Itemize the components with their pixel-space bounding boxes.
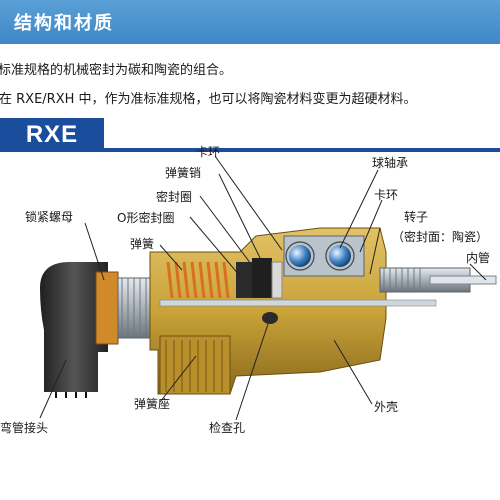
model-badge: RXE (0, 118, 104, 152)
spring-coils (166, 261, 230, 299)
elbow-joint-shape (40, 262, 108, 398)
label-spring-seat: 弹簧座 (134, 397, 171, 411)
label-outer-shell: 外壳 (374, 400, 399, 414)
leader-lines (39, 155, 487, 421)
label-spring: 弹簧 (130, 237, 155, 251)
label-elbow-joint: 弯管接头 (0, 421, 49, 435)
label-rotor: 转子 (404, 210, 429, 224)
intro-line-2: 在 RXE/RXH 中，作为准标准规格，也可以将陶瓷材料变更为超硬材料。 (0, 92, 417, 107)
bearing-shape (283, 235, 365, 277)
label-inner-pipe: 内管 (466, 251, 491, 265)
label-clip-ring-right: 卡环 (374, 188, 399, 202)
label-ball-bearing: 球轴承 (372, 156, 409, 170)
lock-nut-shape (95, 271, 159, 345)
label-spring-pin: 弹簧销 (165, 166, 202, 180)
label-o-ring: O形密封圈 (117, 211, 175, 225)
label-clip-ring-top: 卡环 (196, 145, 221, 159)
label-seal-ring: 密封圈 (156, 190, 193, 204)
model-divider (104, 148, 500, 152)
label-lock-nut: 锁紧螺母 (25, 210, 74, 224)
intro-line-1: 标准规格的机械密封为碳和陶瓷的组合。 (0, 63, 233, 78)
rotor-shape (159, 267, 497, 307)
seal-assembly (236, 258, 283, 299)
label-rotor-note: （密封面：陶瓷） (392, 230, 489, 244)
label-inspection-hole: 检查孔 (209, 421, 246, 435)
section-title: 结构和材质 (14, 13, 114, 34)
section-header: 结构和材质 (0, 0, 500, 44)
